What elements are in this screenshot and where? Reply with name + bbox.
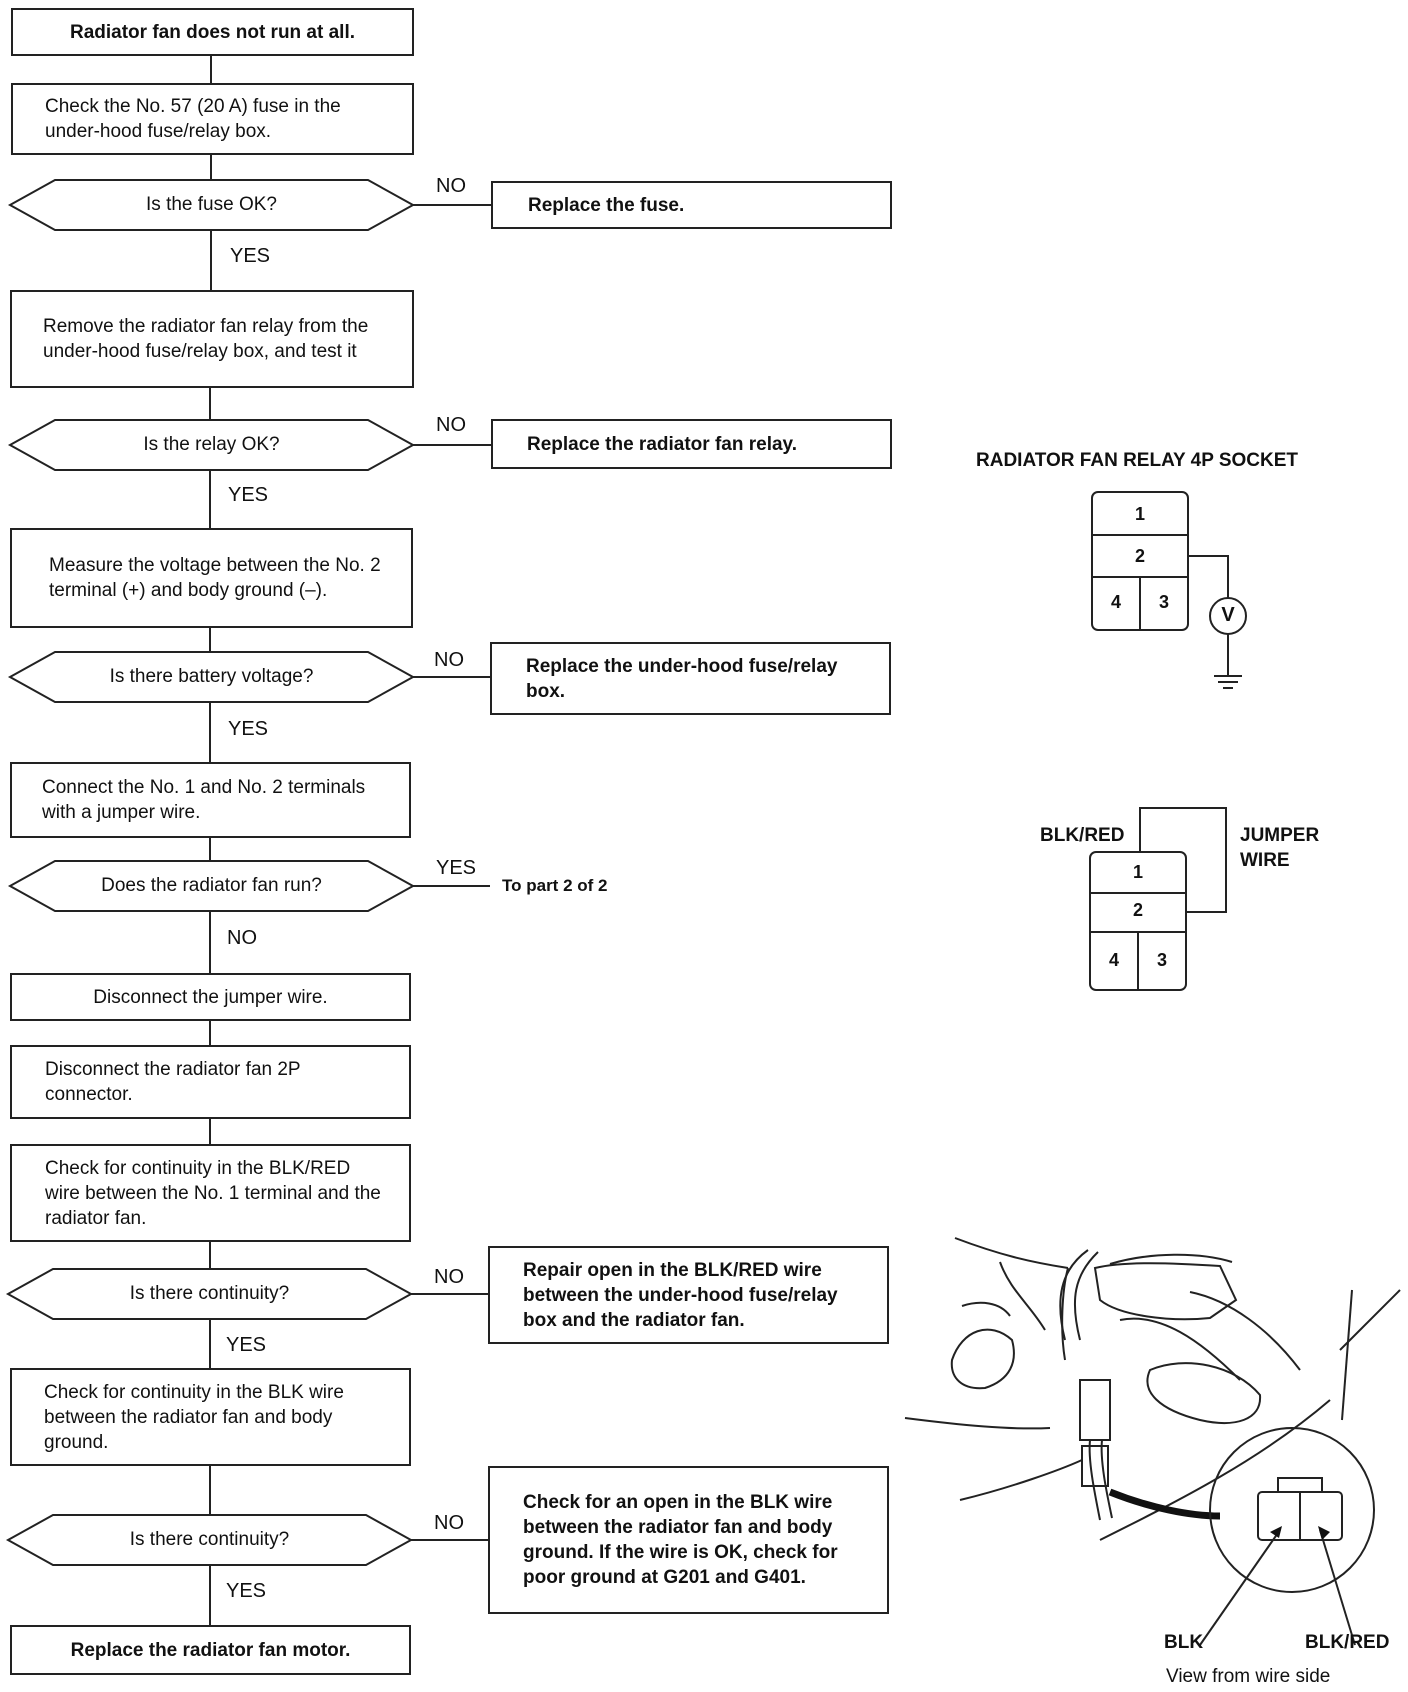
jumper-terminal-3: 3 <box>1156 950 1167 970</box>
result-replace-fuse: Replace the fuse. <box>491 181 892 229</box>
label-no: NO <box>434 1512 464 1534</box>
relay-socket-drawing <box>1091 491 1247 689</box>
step-connect-jumper: Connect the No. 1 and No. 2 terminals wi… <box>10 762 411 838</box>
step-check-blk: Check for continuity in the BLK wire bet… <box>10 1368 411 1466</box>
result-repair-blkred: Repair open in the BLK/RED wire between … <box>488 1246 889 1344</box>
decision-continuity-1-shape <box>5 1268 414 1320</box>
decision-relay-shape <box>7 419 416 471</box>
jumper-terminal-1: 1 <box>1132 862 1143 882</box>
socket-terminal-1: 1 <box>1134 504 1145 524</box>
decision-voltage-shape <box>7 651 416 703</box>
label-no: NO <box>436 175 466 197</box>
decision-fuse-shape <box>7 179 416 231</box>
socket-terminal-2: 2 <box>1134 546 1145 566</box>
step-measure-voltage: Measure the voltage between the No. 2 te… <box>10 528 413 628</box>
step-start: Radiator fan does not run at all. <box>11 8 414 56</box>
label-yes: YES <box>228 718 269 740</box>
label-no: NO <box>434 649 464 671</box>
connector-zoom-drawing <box>1199 1427 1375 1646</box>
label-no: NO <box>434 1266 464 1288</box>
step-disconnect-connector: Disconnect the radiator fan 2P connector… <box>10 1045 411 1119</box>
decision-relay: Is the relay OK? <box>143 434 280 455</box>
label-yes: YES <box>230 245 271 267</box>
jumper-label-line2: WIRE <box>1240 850 1290 871</box>
jumper-drawing <box>1089 807 1227 991</box>
label-yes: YES <box>226 1334 267 1356</box>
wire-label-blk: BLK <box>1164 1632 1204 1653</box>
decision-fuse: Is the fuse OK? <box>146 194 277 215</box>
jumper-label-line1: JUMPER <box>1240 825 1320 846</box>
label-yes: YES <box>228 484 269 506</box>
connector-caption: View from wire side <box>1166 1666 1331 1687</box>
step-check-fuse: Check the No. 57 (20 A) fuse in the unde… <box>11 83 414 155</box>
step-remove-relay: Remove the radiator fan relay from the u… <box>10 290 414 388</box>
decision-voltage: Is there battery voltage? <box>109 666 314 687</box>
result-replace-relay: Replace the radiator fan relay. <box>491 419 892 469</box>
label-no: NO <box>227 927 257 949</box>
wire-label-blkred: BLK/RED <box>1305 1632 1390 1653</box>
decision-continuity-2-shape <box>5 1514 414 1566</box>
socket-terminal-3: 3 <box>1158 592 1169 612</box>
jumper-terminal-2: 2 <box>1132 900 1143 920</box>
voltmeter-icon: V <box>1221 604 1235 626</box>
socket-title: RADIATOR FAN RELAY 4P SOCKET <box>976 450 1299 471</box>
decision-continuity-1: Is there continuity? <box>129 1283 290 1304</box>
result-replace-fuse-box: Replace the under-hood fuse/relay box. <box>490 642 891 715</box>
label-yes: YES <box>226 1580 267 1602</box>
jumper-wire-color-label: BLK/RED <box>1040 825 1125 846</box>
result-check-blk-open: Check for an open in the BLK wire betwee… <box>488 1466 889 1614</box>
step-disconnect-jumper: Disconnect the jumper wire. <box>10 973 411 1021</box>
to-part-2: To part 2 of 2 <box>502 876 608 895</box>
label-yes: YES <box>436 857 477 879</box>
jumper-terminal-4: 4 <box>1108 950 1119 970</box>
socket-terminal-4: 4 <box>1110 592 1121 612</box>
step-check-blkred: Check for continuity in the BLK/RED wire… <box>10 1144 411 1242</box>
decision-fan-runs: Does the radiator fan run? <box>101 875 322 896</box>
decision-fan-runs-shape <box>7 860 416 912</box>
decision-continuity-2: Is there continuity? <box>129 1529 290 1550</box>
step-replace-motor: Replace the radiator fan motor. <box>10 1625 411 1675</box>
label-no: NO <box>436 414 466 436</box>
engine-bay-drawing <box>904 1237 1401 1541</box>
